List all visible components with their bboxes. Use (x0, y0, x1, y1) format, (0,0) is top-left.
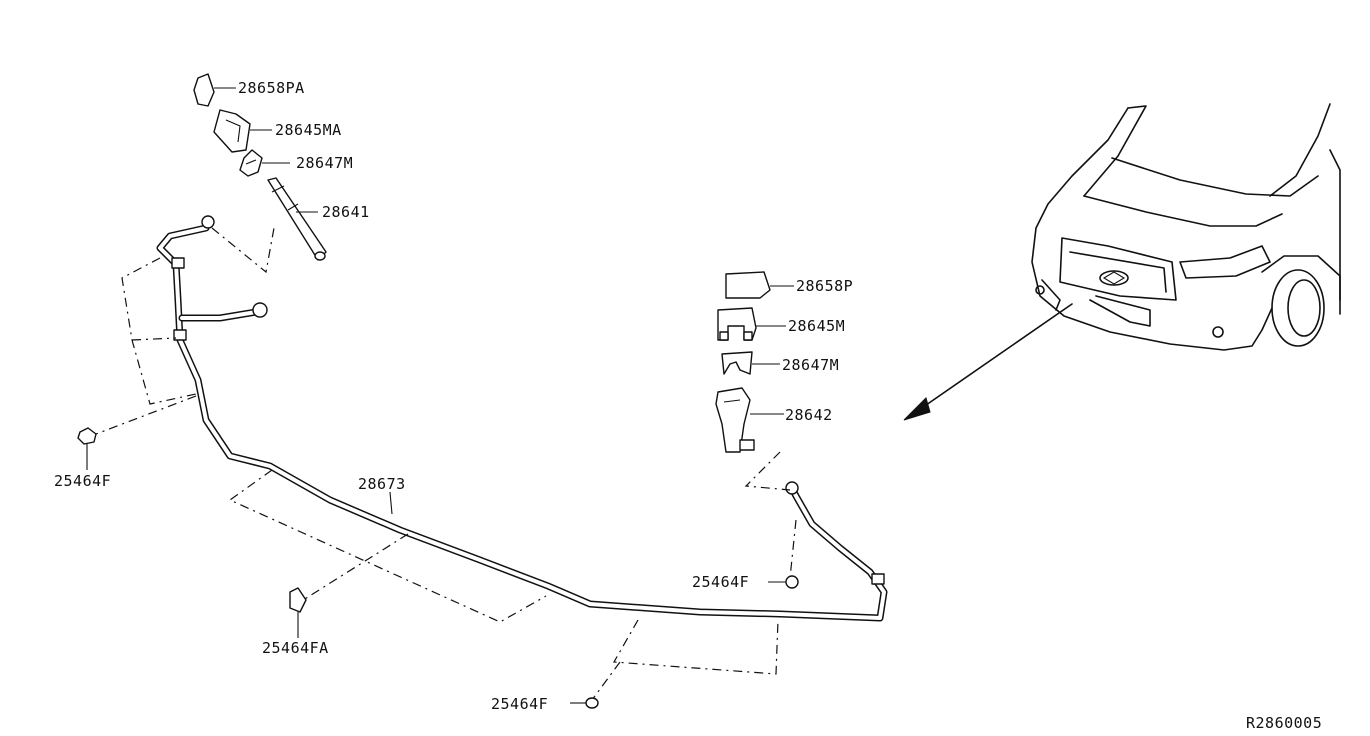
label-28645MA: 28645MA (275, 121, 342, 139)
vehicle-illustration (1031, 103, 1341, 351)
label-28647M-top: 28647M (296, 154, 353, 172)
clip-25464F-left (77, 427, 97, 445)
label-28647M-right: 28647M (782, 356, 839, 374)
label-25464FA: 25464FA (262, 639, 329, 657)
nozzle-28642 (715, 387, 755, 453)
bracket-28645M (717, 307, 757, 341)
label-28658P: 28658P (796, 277, 853, 295)
label-25464F-mid: 25464F (692, 573, 749, 591)
clip-25464F-mid (785, 575, 799, 589)
bracket-28645MA (213, 109, 251, 153)
cap-28658PA (193, 73, 215, 107)
clip-28647M-right (721, 351, 753, 375)
clip-28647M-top (239, 149, 263, 177)
clip-25464FA (289, 587, 307, 613)
nozzle-28641 (267, 177, 327, 261)
label-28645M: 28645M (788, 317, 845, 335)
label-25464F-left: 25464F (54, 472, 111, 490)
cap-28658P (725, 271, 771, 299)
label-28673: 28673 (358, 475, 406, 493)
label-28642: 28642 (785, 406, 833, 424)
callout-arrow (903, 303, 1073, 421)
label-28641: 28641 (322, 203, 370, 221)
clip-25464F-bottom (585, 697, 599, 709)
label-28658PA: 28658PA (238, 79, 305, 97)
hose-28673 (156, 215, 888, 622)
diagram-code: R2860005 (1246, 714, 1322, 732)
label-25464F-bottom: 25464F (491, 695, 548, 713)
